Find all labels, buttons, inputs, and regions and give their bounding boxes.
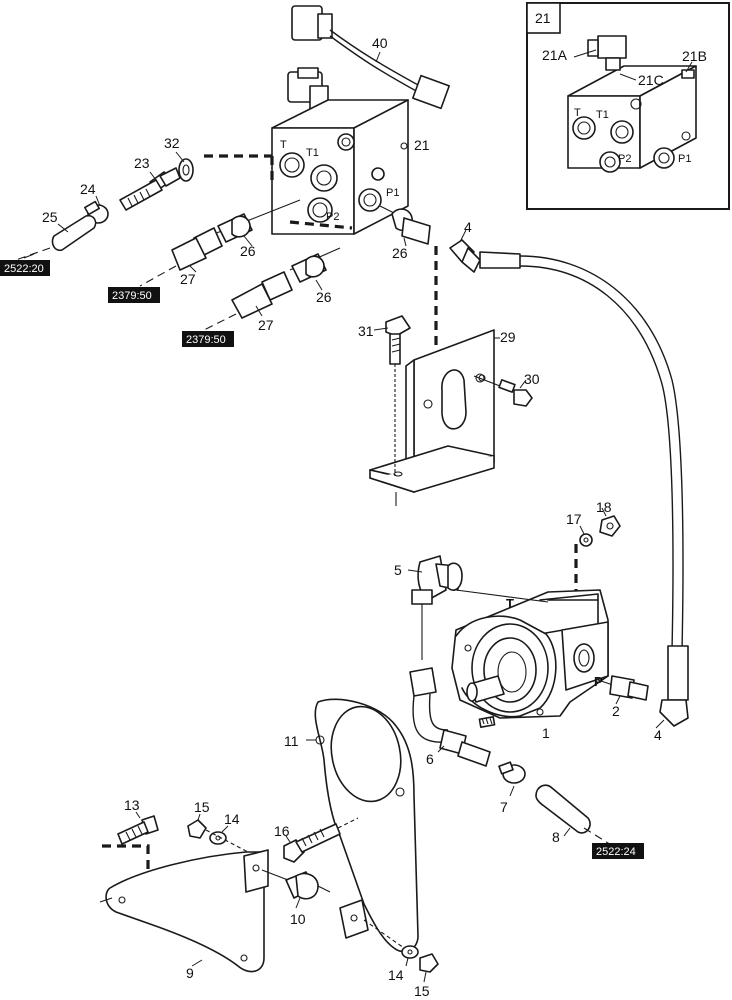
callout-15-upper: 15 [194, 799, 210, 815]
valve-block-21: T T1 P2 P1 [271, 67, 409, 235]
callout-21a: 21A [542, 47, 568, 63]
callout-7: 7 [500, 799, 508, 815]
callout-26-a: 26 [240, 243, 256, 259]
callout-4-upper: 4 [464, 219, 472, 235]
callout-21b: 21B [682, 48, 707, 64]
fittings-26-27-upper [139, 199, 301, 287]
callout-11: 11 [284, 733, 299, 749]
callout-9: 9 [186, 965, 194, 981]
callout-27-a: 27 [180, 271, 196, 287]
pump-port-p: P [594, 674, 603, 689]
bracket-9 [99, 849, 269, 973]
reference-box-4: 2522:24 [596, 846, 636, 858]
callout-6: 6 [426, 751, 434, 767]
callout-15-lower: 15 [414, 983, 430, 999]
bolt-13-nut-15-washer-14-upper [117, 811, 249, 853]
callout-17: 17 [566, 511, 582, 527]
inset-port-p2: P2 [618, 153, 631, 165]
reference-boxes: 2522:20 2379:50 2379:50 2522:24 [0, 260, 644, 859]
port-p1: P1 [386, 187, 399, 199]
callout-8: 8 [552, 829, 560, 845]
callout-10: 10 [290, 911, 306, 927]
inset-title: 21 [535, 10, 551, 26]
elbow-4-upper-and-hose [449, 229, 689, 727]
callout-25: 25 [42, 209, 58, 225]
inset-detail-21: 21 T T1 P2 P1 21A 21C 21B [526, 2, 730, 210]
fitting-2-and-elbow-4 [597, 675, 665, 729]
callout-30: 30 [524, 371, 540, 387]
callout-2: 2 [612, 703, 620, 719]
port-t: T [280, 139, 287, 151]
callout-23: 23 [134, 155, 150, 171]
callout-21c: 21C [638, 72, 664, 88]
bracket-29 [369, 329, 500, 493]
callout-14-upper: 14 [224, 811, 240, 827]
washer-17-nut-18 [579, 507, 621, 547]
fitting-23-assembly [9, 151, 194, 263]
inset-port-p1: P1 [678, 153, 691, 165]
bolt-16 [283, 817, 359, 863]
callout-29: 29 [500, 329, 516, 345]
callout-27-b: 27 [258, 317, 274, 333]
fitting-26-right [379, 205, 431, 247]
callout-31: 31 [358, 323, 374, 339]
reference-box-3: 2379:50 [186, 334, 226, 346]
connector-cable-40 [291, 5, 450, 110]
bracket-11 [306, 698, 419, 953]
fittings-26-27-lower [195, 247, 341, 335]
callout-4-lower: 4 [654, 727, 662, 743]
callout-18: 18 [596, 499, 612, 515]
callout-16: 16 [274, 823, 290, 839]
callout-26-b: 26 [316, 289, 332, 305]
callout-40: 40 [372, 35, 388, 51]
callout-32: 32 [164, 135, 180, 151]
callout-14-lower: 14 [388, 967, 404, 983]
reference-box-2: 2379:50 [112, 290, 152, 302]
washer-14-nut-15-lower [363, 919, 439, 983]
callout-13: 13 [124, 797, 140, 813]
isolator-10 [261, 869, 331, 909]
pump-1: T P [451, 589, 609, 728]
callout-labels: 40 21 32 23 24 25 26 27 26 27 26 4 31 29… [42, 35, 662, 999]
callout-5: 5 [394, 562, 402, 578]
port-p2: P2 [326, 211, 339, 223]
callout-21: 21 [414, 137, 430, 153]
callout-26-c: 26 [392, 245, 408, 261]
bolt-31 [373, 315, 411, 506]
callout-1: 1 [542, 725, 550, 741]
inset-port-t: T [574, 107, 581, 119]
bolt-30 [473, 373, 533, 407]
callout-24: 24 [80, 181, 96, 197]
reference-box-1: 2522:20 [4, 263, 44, 275]
inset-port-t1: T1 [596, 109, 609, 121]
elbow-5-and-tube [407, 555, 491, 767]
port-t1: T1 [306, 147, 319, 159]
pump-port-t: T [506, 596, 514, 611]
